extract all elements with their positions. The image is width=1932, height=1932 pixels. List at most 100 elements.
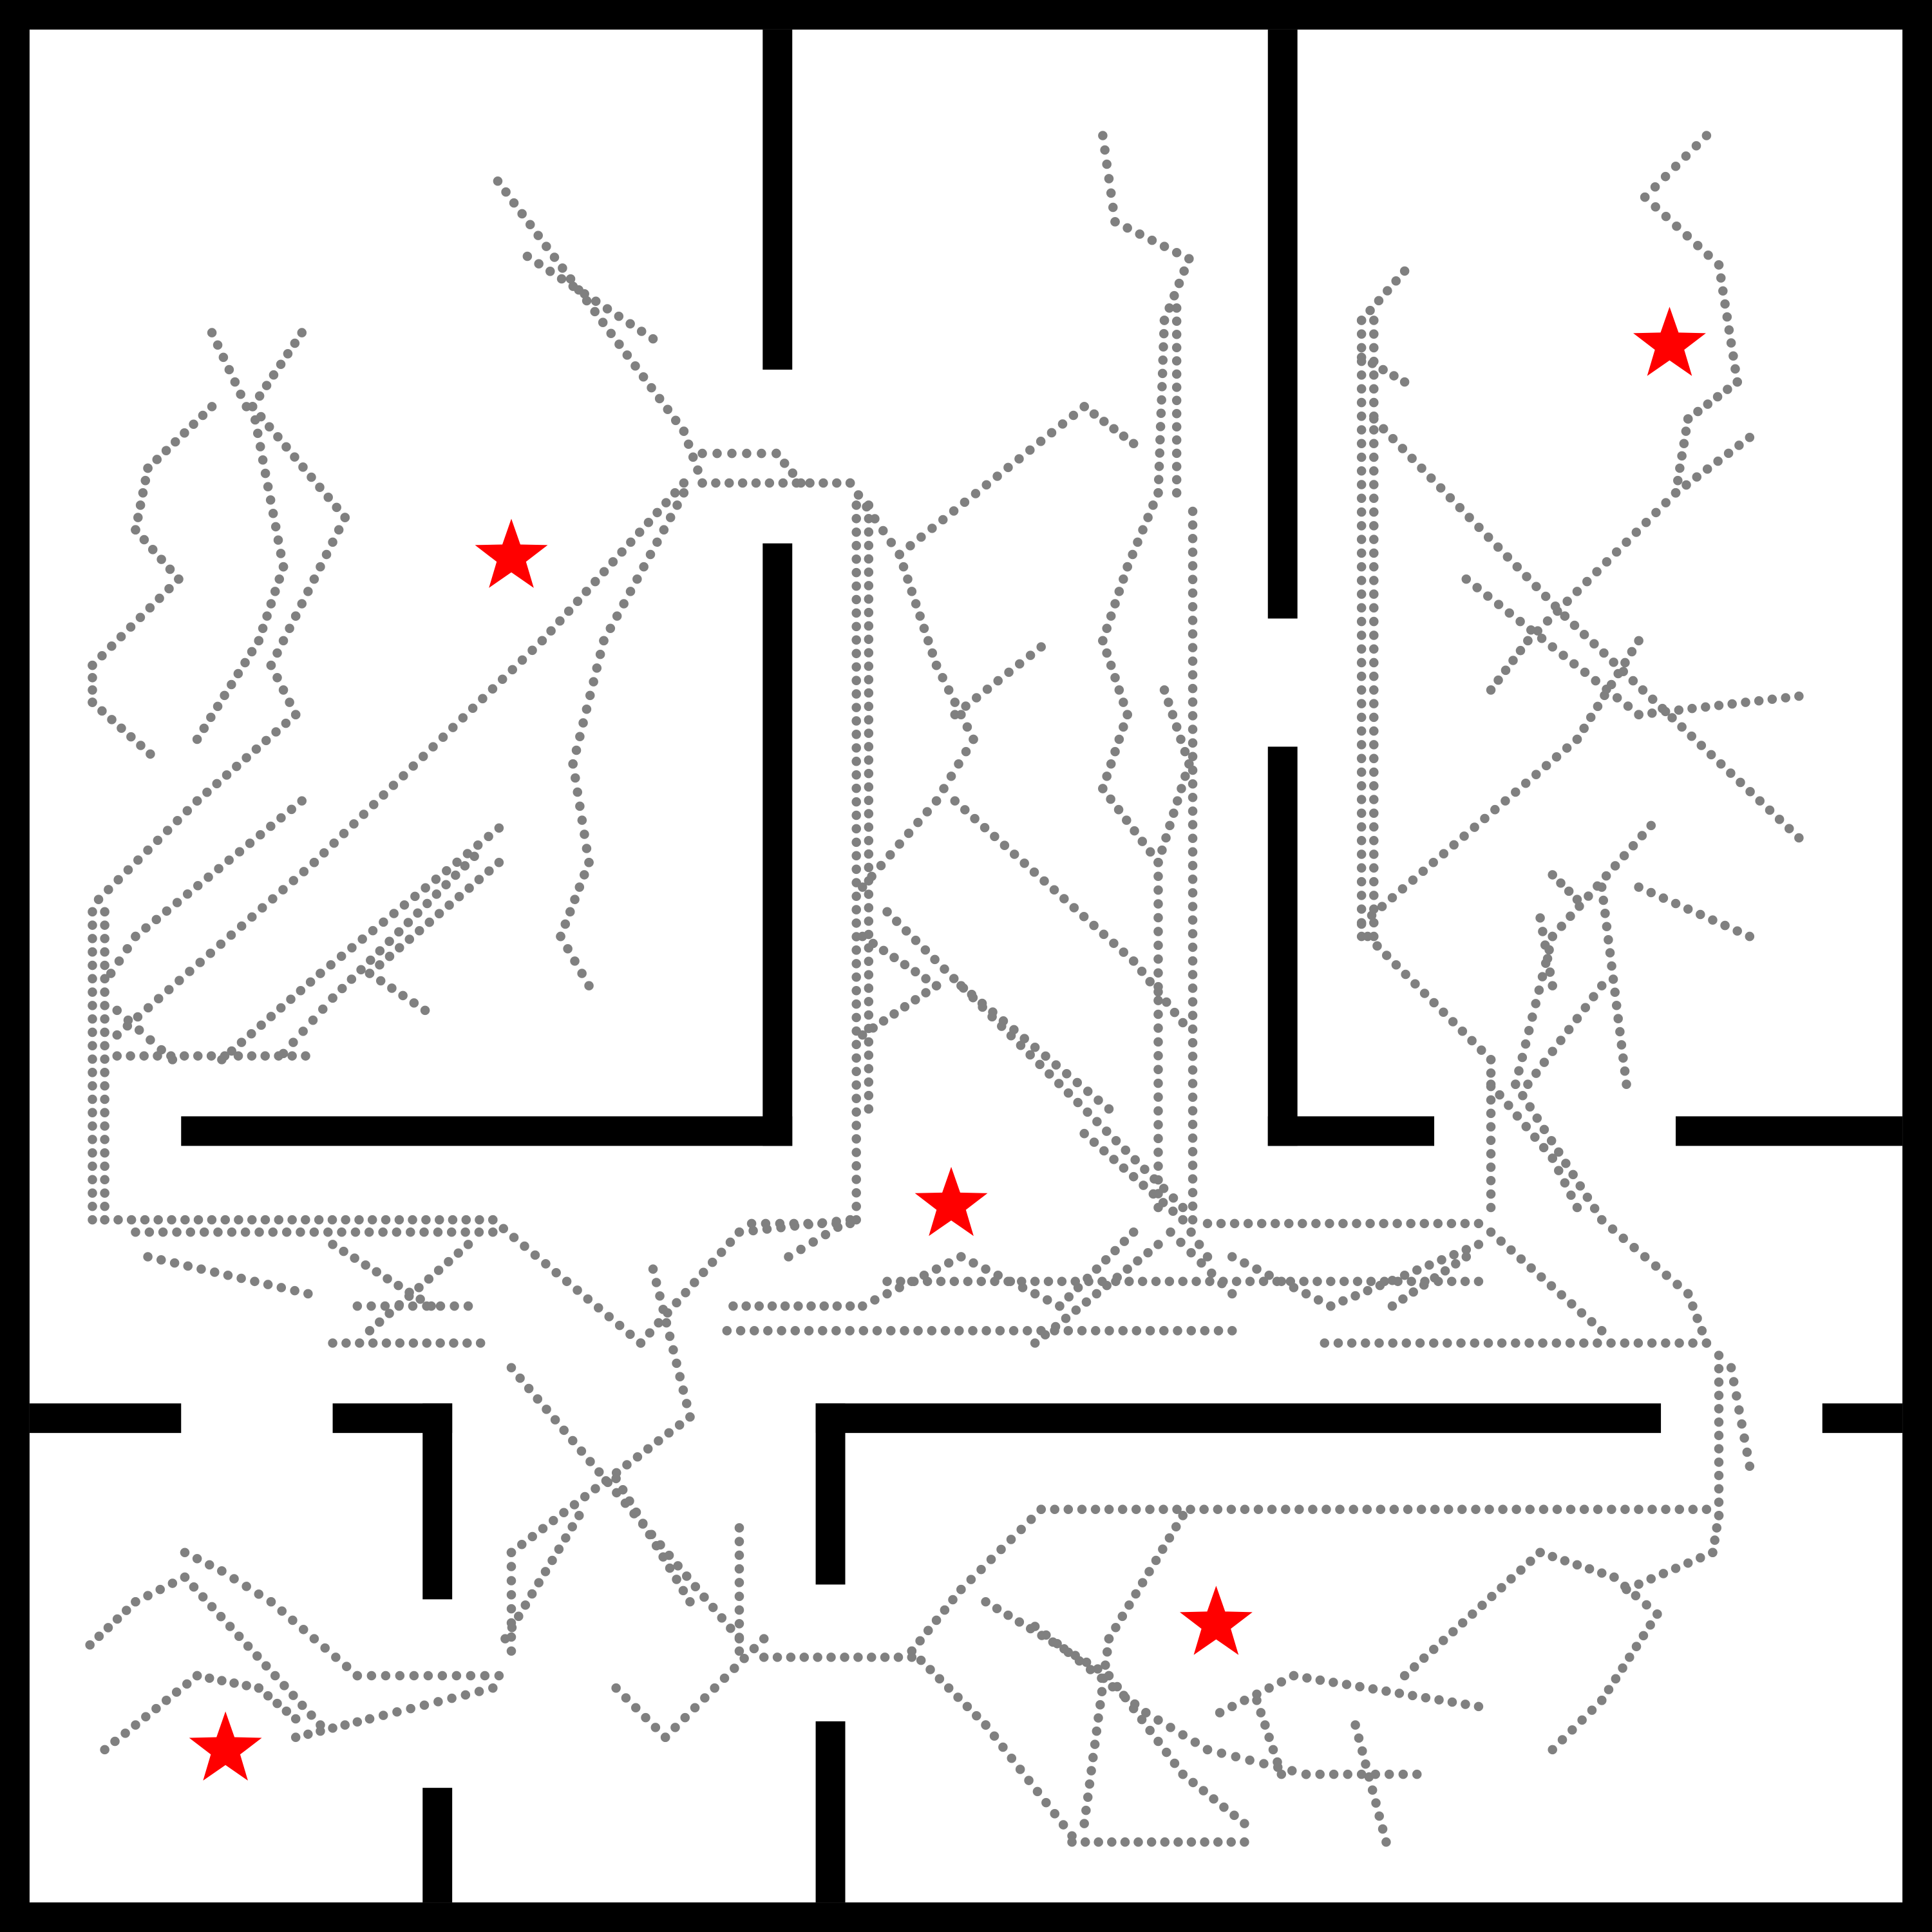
path-dot xyxy=(851,824,861,834)
path-dot xyxy=(562,1276,572,1287)
path-dot xyxy=(307,472,316,482)
path-dot xyxy=(133,1012,143,1022)
path-dot xyxy=(399,900,410,910)
path-dot xyxy=(1660,171,1671,182)
path-dot xyxy=(88,1041,97,1051)
path-dot xyxy=(1081,1297,1092,1307)
path-dot xyxy=(1409,1662,1419,1672)
path-dot xyxy=(1059,1644,1069,1654)
path-dot xyxy=(1714,1377,1724,1387)
path-dot xyxy=(658,1304,668,1314)
path-dot xyxy=(1108,202,1118,213)
path-dot xyxy=(796,1244,806,1255)
path-dot xyxy=(357,934,367,944)
path-dot xyxy=(1133,537,1142,547)
path-dot xyxy=(1530,1132,1540,1142)
path-dot xyxy=(911,995,920,1005)
path-dot xyxy=(213,340,223,350)
path-dot xyxy=(1378,424,1388,434)
path-dot xyxy=(1016,1524,1026,1535)
path-dot xyxy=(1369,918,1379,928)
path-dot xyxy=(356,965,366,975)
path-dot xyxy=(1366,1276,1376,1287)
path-dot xyxy=(1572,587,1582,596)
path-dot xyxy=(1338,1296,1348,1306)
path-dot xyxy=(1054,1079,1064,1088)
path-dot xyxy=(1615,1027,1625,1037)
path-dot xyxy=(759,1634,769,1643)
path-dot xyxy=(981,1264,990,1274)
path-dot xyxy=(1188,983,1198,993)
path-dot xyxy=(554,1544,564,1554)
path-dot xyxy=(1525,1102,1535,1112)
path-dot xyxy=(1062,1068,1072,1079)
path-dot xyxy=(526,220,535,230)
path-dot xyxy=(1063,1088,1074,1098)
path-dot xyxy=(1579,1338,1589,1348)
path-dot xyxy=(274,574,285,584)
path-dot xyxy=(1696,1553,1705,1563)
path-dot xyxy=(1122,710,1132,719)
path-dot xyxy=(1356,767,1367,777)
path-dot xyxy=(488,1227,498,1237)
path-dot xyxy=(540,1567,551,1577)
maze-wall xyxy=(1267,746,1298,1146)
path-dot xyxy=(851,1039,861,1050)
path-dot xyxy=(1268,1745,1278,1755)
path-dot xyxy=(1168,1193,1179,1203)
maze-wall xyxy=(762,543,793,1146)
path-dot xyxy=(1681,480,1691,490)
path-dot xyxy=(591,296,601,307)
path-dot xyxy=(1188,656,1198,666)
path-dot xyxy=(1080,1837,1090,1847)
path-dot xyxy=(172,1227,182,1237)
path-dot xyxy=(507,1622,517,1633)
path-dot xyxy=(193,1215,204,1225)
path-dot xyxy=(1184,759,1194,769)
path-dot xyxy=(1032,1786,1043,1797)
path-dot xyxy=(207,1215,217,1225)
path-dot xyxy=(1429,998,1439,1008)
path-dot xyxy=(799,1653,810,1662)
path-dot xyxy=(950,697,960,707)
path-dot xyxy=(1188,1147,1198,1157)
path-dot xyxy=(179,1051,189,1061)
path-dot xyxy=(1604,1685,1614,1694)
path-dot xyxy=(652,507,662,518)
path-dot xyxy=(853,1653,863,1662)
path-dot xyxy=(1352,1276,1363,1287)
path-dot xyxy=(568,1435,578,1446)
path-dot xyxy=(1171,435,1182,445)
path-dot xyxy=(943,1683,954,1693)
path-dot xyxy=(570,956,580,966)
path-dot xyxy=(625,319,635,329)
path-dot xyxy=(851,918,861,928)
path-dot xyxy=(234,1215,243,1225)
path-dot xyxy=(626,537,636,547)
path-dot xyxy=(845,1215,855,1225)
path-dot xyxy=(372,1267,381,1277)
path-dot xyxy=(882,1276,892,1287)
path-dot xyxy=(273,431,283,442)
path-dot xyxy=(1145,1725,1155,1736)
path-dot xyxy=(1180,746,1190,757)
path-dot xyxy=(224,855,234,865)
path-dot xyxy=(767,1301,777,1311)
path-dot xyxy=(475,1338,486,1348)
path-dot xyxy=(648,1264,658,1274)
path-dot xyxy=(270,522,281,532)
path-dot xyxy=(793,1301,803,1311)
path-dot xyxy=(112,1051,122,1061)
path-dot xyxy=(712,448,722,459)
path-dot xyxy=(1369,493,1379,503)
path-dot xyxy=(1004,667,1014,677)
path-dot xyxy=(956,1252,966,1262)
path-dot xyxy=(882,1289,892,1299)
path-dot xyxy=(1188,1201,1198,1211)
path-dot xyxy=(274,1215,284,1225)
path-dot xyxy=(131,1227,140,1237)
path-dot xyxy=(1667,713,1677,723)
path-dot xyxy=(654,1318,663,1328)
path-dot xyxy=(1356,480,1367,489)
path-dot xyxy=(1473,1240,1484,1249)
